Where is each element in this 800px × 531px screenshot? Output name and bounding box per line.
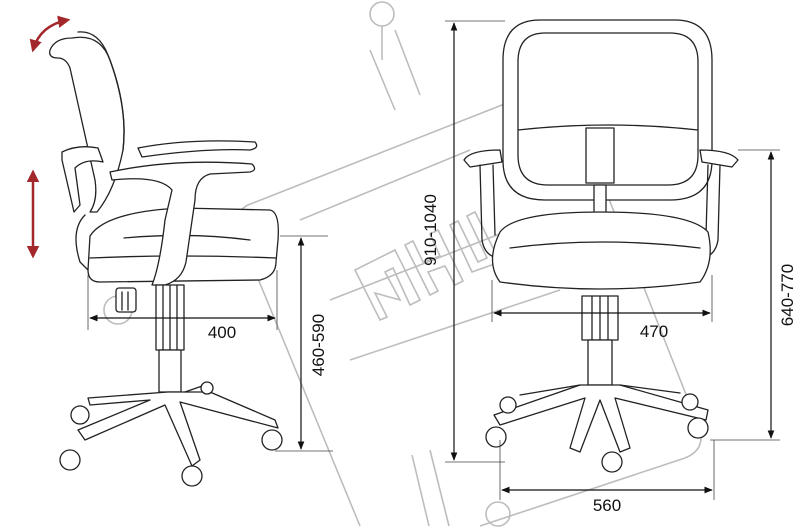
caster-wheels — [59, 381, 283, 487]
seat-width-label: 470 — [640, 322, 668, 341]
dimension-seat-height: 460-590 — [275, 235, 333, 452]
front-view-chair — [463, 19, 739, 473]
dimension-base-width: 560 — [499, 440, 715, 515]
seat-height-label: 460-590 — [309, 314, 328, 376]
armrest-height-label: 640-770 — [778, 264, 797, 326]
dimension-total-height: 910-1040 — [421, 20, 505, 463]
dimension-seat-depth: 400 — [87, 270, 278, 342]
total-height-label: 910-1040 — [421, 194, 440, 266]
dimension-seat-width: 470 — [491, 275, 713, 341]
dimension-armrest-height: 640-770 — [710, 149, 797, 441]
base-width-label: 560 — [593, 496, 621, 515]
caster-wheels — [485, 393, 709, 473]
tilt-adjust-arrow-icon — [29, 15, 71, 53]
seat-depth-label: 400 — [208, 323, 236, 342]
side-view-chair — [49, 31, 283, 487]
